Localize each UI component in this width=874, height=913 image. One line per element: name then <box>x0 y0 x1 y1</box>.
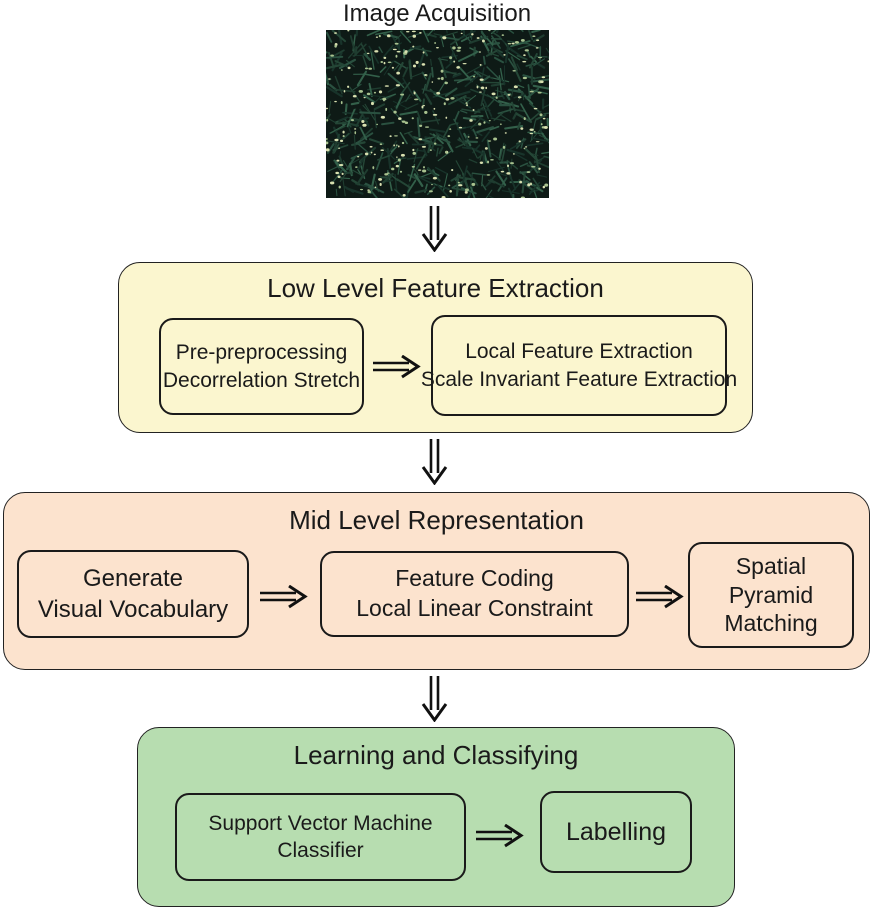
svm-classifier-line1: Support Vector Machine <box>208 811 433 835</box>
arrow-down-icon <box>421 439 448 485</box>
preprocessing-box: Pre-preprocessing Decorrelation Stretch <box>159 318 364 415</box>
visual-vocabulary-box: Generate Visual Vocabulary <box>17 550 249 638</box>
svm-classifier-box: Support Vector Machine Classifier <box>175 793 466 881</box>
local-feature-line2: Scale Invariant Feature Extraction <box>420 367 738 391</box>
feature-coding-line2: Local Linear Constraint <box>356 595 593 621</box>
arrow-right-icon <box>476 824 524 848</box>
preprocessing-line1: Pre-preprocessing <box>175 341 348 365</box>
spatial-pyramid-line3: Matching <box>724 610 818 637</box>
arrow-right-icon <box>260 585 308 609</box>
svm-classifier-line2: Classifier <box>277 839 364 862</box>
mid-level-stage: Mid Level Representation Generate Visual… <box>3 492 870 670</box>
arrow-right-icon <box>373 355 421 379</box>
local-feature-box: Local Feature Extraction Scale Invariant… <box>421 315 737 416</box>
preprocessing-line2: Decorrelation Stretch <box>162 368 361 392</box>
arrow-down-icon <box>421 676 448 722</box>
arrow-down-icon <box>421 206 448 252</box>
mid-level-title: Mid Level Representation <box>289 505 584 535</box>
spatial-pyramid-box: Spatial Pyramid Matching <box>688 542 854 648</box>
visual-vocabulary-line2: Visual Vocabulary <box>37 596 229 623</box>
spatial-pyramid-line1: Spatial <box>735 552 807 579</box>
learning-title: Learning and Classifying <box>293 740 579 770</box>
spatial-pyramid-line2: Pyramid <box>728 581 814 608</box>
local-feature-line1: Local Feature Extraction <box>465 340 693 364</box>
labelling-line1: Labelling <box>565 817 667 846</box>
labelling-box: Labelling <box>540 791 692 873</box>
arrow-right-icon <box>636 585 684 609</box>
low-level-stage: Low Level Feature Extraction Pre-preproc… <box>118 262 753 433</box>
image-acquisition-title: Image Acquisition <box>342 0 532 27</box>
learning-stage: Learning and Classifying Support Vector … <box>137 727 735 907</box>
wheat-canopy-photo <box>326 30 549 198</box>
visual-vocabulary-line1: Generate <box>82 564 184 592</box>
low-level-title: Low Level Feature Extraction <box>267 273 604 303</box>
feature-coding-line1: Feature Coding <box>395 565 554 592</box>
feature-coding-box: Feature Coding Local Linear Constraint <box>320 551 629 637</box>
